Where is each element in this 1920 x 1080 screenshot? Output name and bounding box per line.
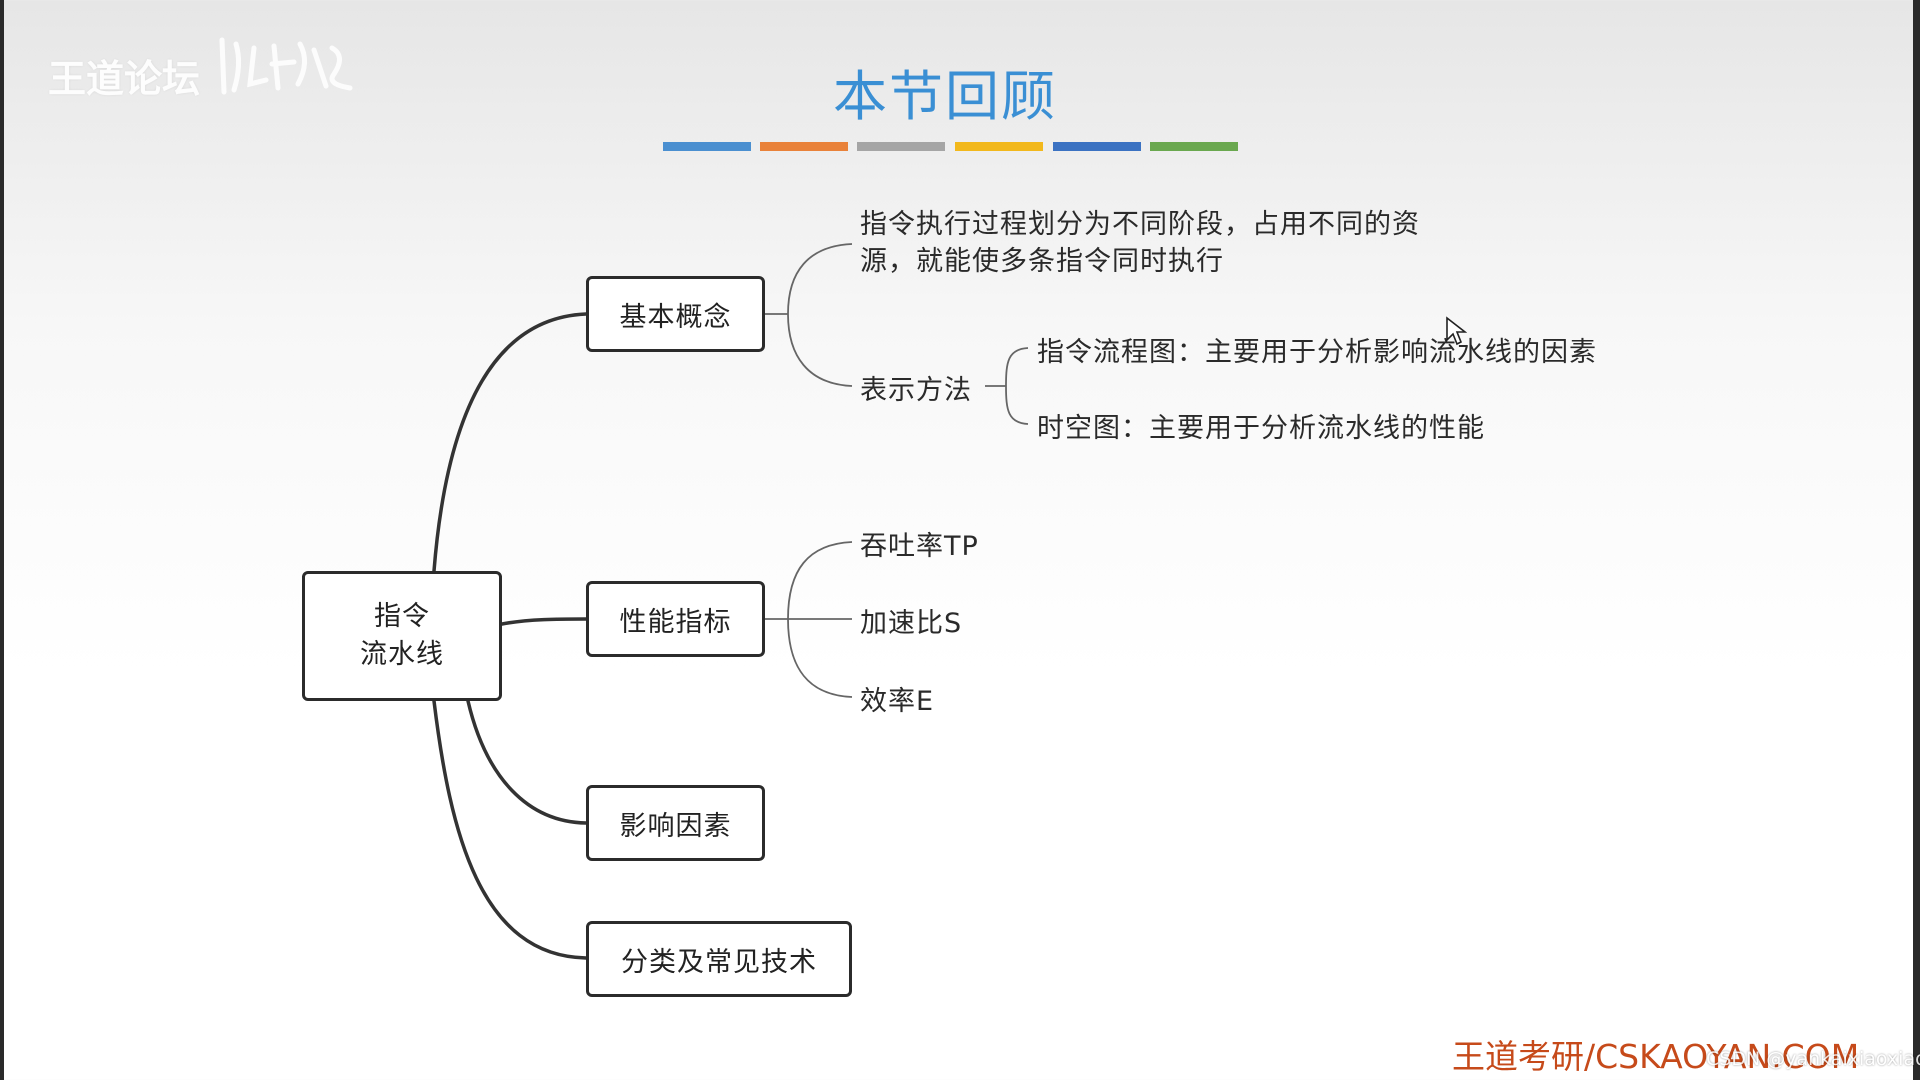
page-title: 本节回顾 [833, 65, 1057, 128]
branch-node-classification-techniques: 分类及常见技术 [586, 921, 852, 997]
mouse-cursor-icon [1446, 316, 1467, 346]
footer-credit: CSDN @yankaixiaoxiao [1706, 1048, 1920, 1070]
leaf-instruction-flowchart: 指令流程图：主要用于分析影响流水线的因素 [1037, 337, 1597, 368]
color-bar-2 [760, 142, 848, 151]
leaf-space-time-diagram: 时空图：主要用于分析流水线的性能 [1037, 413, 1485, 444]
watermark-logo [219, 37, 353, 95]
watermark-text: 王道论坛 [48, 57, 201, 101]
leaf-speedup-s: 加速比S [860, 608, 963, 639]
connector-root-performance [500, 617, 588, 626]
connector-root-basic-concept [432, 312, 588, 573]
connector-root-classification [432, 699, 588, 960]
color-bar-4 [955, 142, 1043, 151]
leaf-representation-methods: 表示方法 [860, 375, 972, 406]
right-frame-edge [1913, 0, 1920, 1080]
root-node-instruction-pipeline: 指令 流水线 [302, 571, 502, 701]
connector-performance-tp [787, 541, 853, 620]
color-bar-1 [663, 142, 751, 151]
leaf-basic-concept-description: 指令执行过程划分为不同阶段，占用不同的资源，就能使多条指令同时执行 [860, 209, 1420, 277]
leaf-efficiency-e: 效率E [860, 686, 935, 717]
footer-site-link[interactable]: 王道考研/CSKAOYAN.COM [1452, 1037, 1860, 1076]
color-bar-6 [1150, 142, 1238, 151]
root-node-line1: 指令 [374, 601, 430, 632]
left-frame-edge [0, 0, 4, 1080]
connector-basic-concept-method [787, 313, 853, 387]
connector-basic-concept-desc [787, 243, 853, 315]
connector-method-flowchart [1005, 347, 1029, 387]
leaf-throughput-tp: 吞吐率TP [860, 531, 979, 562]
branch-node-performance-metrics: 性能指标 [586, 581, 765, 657]
color-bar-5 [1053, 142, 1141, 151]
branch-node-basic-concept: 基本概念 [586, 276, 765, 352]
root-node-line2: 流水线 [360, 639, 444, 670]
branch-node-influencing-factors: 影响因素 [586, 785, 765, 861]
connector-performance-e [787, 618, 853, 698]
color-bar-3 [857, 142, 945, 151]
connector-method-spacetime [1005, 385, 1029, 425]
connector-root-factors [466, 699, 588, 825]
